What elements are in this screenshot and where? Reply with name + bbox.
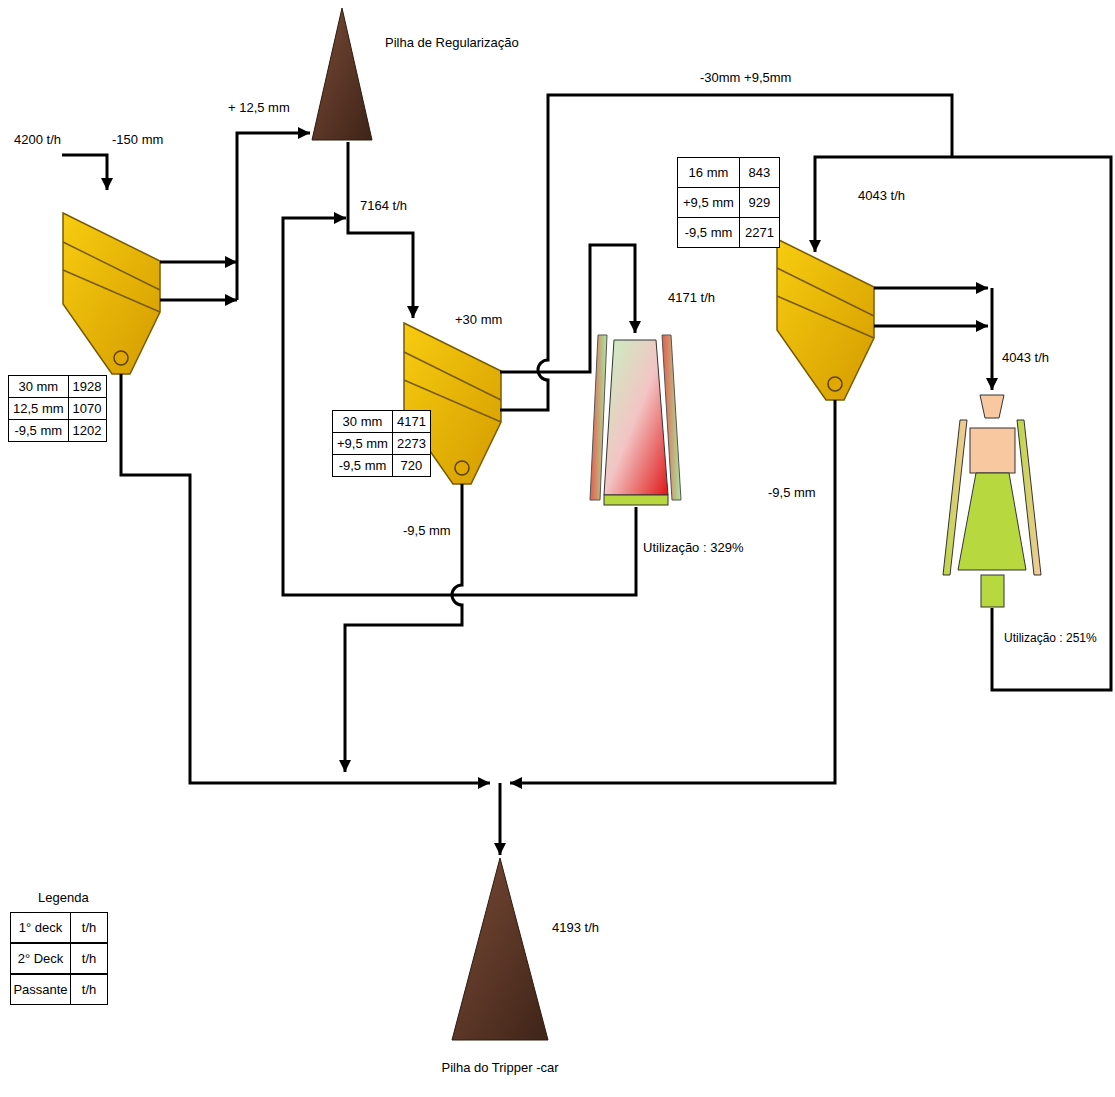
cone-crusher <box>590 335 681 505</box>
screen-table: 30 mm192812,5 mm1070-9,5 mm1202 <box>8 375 107 442</box>
table-cell: +9,5 mm <box>678 188 740 218</box>
table-cell: 720 <box>393 455 431 477</box>
table-cell: 1928 <box>69 376 107 398</box>
legend-unit: t/h <box>70 974 108 1005</box>
deck-line <box>874 287 988 290</box>
screen-symbol <box>777 239 874 400</box>
crusher-shaft <box>981 575 1004 607</box>
flow-label: 4200 t/h <box>14 132 61 147</box>
table-cell: -9,5 mm <box>9 420 69 442</box>
pile-triangle <box>452 858 548 1040</box>
flow-label: 4043 t/h <box>858 188 905 203</box>
flow-label: Legenda <box>38 890 89 905</box>
table-cell: 30 mm <box>333 411 393 433</box>
crusher-mantle <box>604 340 668 495</box>
recycle-line <box>815 157 1111 690</box>
table-cell: 2271 <box>740 218 780 248</box>
stockpile: Pilha de Regularização <box>300 5 380 55</box>
node-caption: Pilha do Tripper -car <box>430 1060 570 1075</box>
middling-line <box>500 95 952 410</box>
node-caption: Utilização : 329% <box>643 540 743 555</box>
feed-line <box>62 155 107 190</box>
legend-entry: 2° Deck <box>10 943 71 974</box>
flow-label: 4193 t/h <box>552 920 599 935</box>
table-cell: 929 <box>740 188 780 218</box>
table-cell: 1070 <box>69 398 107 420</box>
table-cell: +9,5 mm <box>333 433 393 455</box>
product-line <box>499 783 502 855</box>
undersize-line <box>345 484 462 772</box>
undersize-line <box>510 400 835 783</box>
flow-label: -9,5 mm <box>768 485 816 500</box>
pile-shape <box>300 5 380 145</box>
table-cell: 30 mm <box>9 376 69 398</box>
table-cell: 16 mm <box>678 158 740 188</box>
screen-table: 16 mm843+9,5 mm929-9,5 mm2271 <box>677 157 780 248</box>
pile-triangle <box>312 8 372 140</box>
recycle-line <box>283 218 636 595</box>
node-caption: Utilização : 251% <box>1004 631 1097 645</box>
legend-entry: 1° deck <box>10 912 71 943</box>
crusher-utilization: Utilização : 251% <box>1004 631 1097 645</box>
legend-unit: t/h <box>70 912 108 943</box>
table-cell: 1202 <box>69 420 107 442</box>
crusher-liner <box>590 335 607 500</box>
table-cell: 12,5 mm <box>9 398 69 420</box>
table-cell: 2273 <box>393 433 431 455</box>
pile-shape <box>430 855 570 1045</box>
deck-line <box>160 299 237 302</box>
vibrating-screen <box>777 239 874 400</box>
cone-crusher <box>943 395 1041 607</box>
crusher-feed <box>980 395 1004 418</box>
crusher-base <box>604 495 668 505</box>
pile-outflow-line <box>348 142 413 318</box>
legend-entry: Passante <box>10 974 71 1005</box>
table-cell: 4171 <box>393 411 431 433</box>
flow-label: 4043 t/h <box>1002 350 1049 365</box>
crusher-cone <box>958 473 1026 570</box>
oversize-line <box>500 245 635 372</box>
vibrating-screen <box>63 213 160 374</box>
table-cell: 843 <box>740 158 780 188</box>
flow-lines <box>62 95 1111 855</box>
flow-label: 4171 t/h <box>668 290 715 305</box>
flow-label: -9,5 mm <box>403 523 451 538</box>
stockpile: Pilha do Tripper -car <box>430 855 570 1080</box>
flow-label: 7164 t/h <box>360 198 407 213</box>
deck-line <box>160 261 237 264</box>
crusher-feed-line <box>991 288 994 390</box>
table-cell: -9,5 mm <box>678 218 740 248</box>
crusher-utilization: Utilização : 329% <box>643 540 743 555</box>
flow-label: + 12,5 mm <box>228 100 290 115</box>
flow-label: +30 mm <box>455 312 502 327</box>
flow-label: -150 mm <box>112 132 163 147</box>
screen-symbol <box>63 213 160 374</box>
deck-line <box>874 325 988 328</box>
node-caption: Pilha de Regularização <box>385 35 519 50</box>
screen-table: 30 mm4171+9,5 mm2273-9,5 mm720 <box>332 410 431 477</box>
table-cell: -9,5 mm <box>333 455 393 477</box>
undersize-line <box>121 374 490 783</box>
flow-label: -30mm +9,5mm <box>700 70 791 85</box>
legend-unit: t/h <box>70 943 108 974</box>
crusher-body <box>970 428 1015 473</box>
